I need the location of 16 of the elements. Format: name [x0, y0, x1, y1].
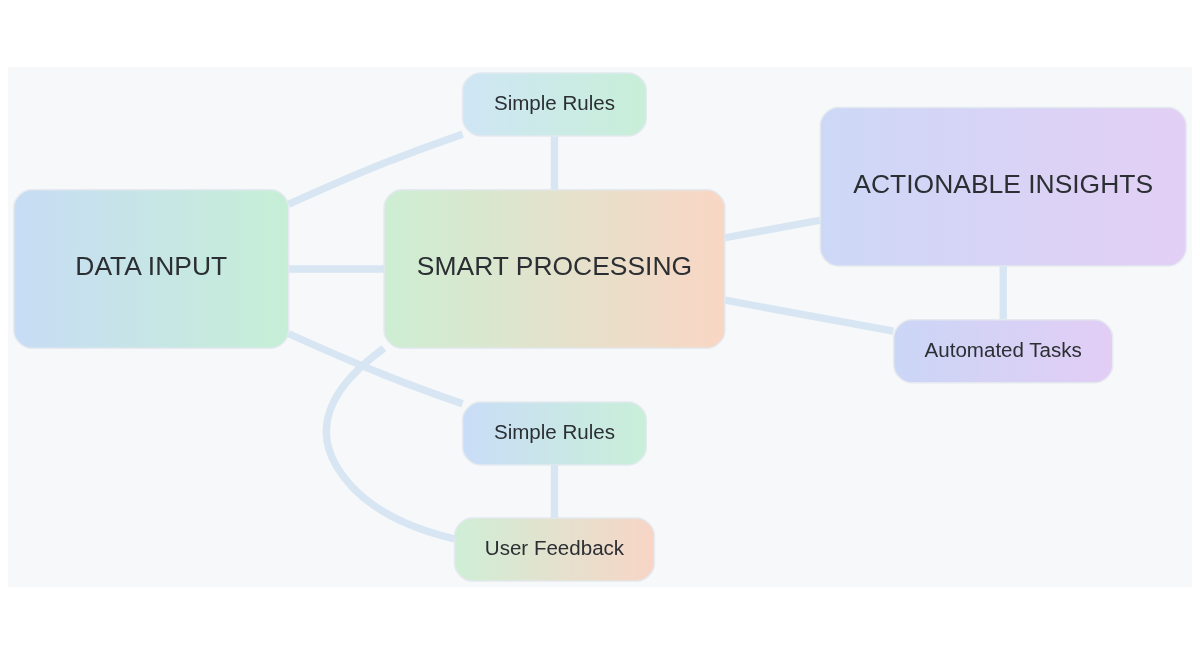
- connector: [550, 136, 559, 190]
- connector: [724, 296, 894, 335]
- connector: [322, 345, 456, 543]
- node-box: DATA INPUT: [13, 188, 290, 350]
- connector: [999, 266, 1007, 320]
- connector: [288, 265, 384, 273]
- node-box: User Feedback: [453, 517, 656, 582]
- connector: [287, 130, 464, 208]
- node-box: Automated Tasks: [893, 318, 1114, 384]
- connector: [724, 216, 821, 242]
- connector: [550, 465, 559, 518]
- node-box: SMART PROCESSING: [383, 188, 726, 350]
- node-box: Simple Rules: [461, 72, 647, 137]
- connector: [287, 330, 464, 408]
- node-box: ACTIONABLE INSIGHTS: [819, 106, 1187, 267]
- node-box: Simple Rules: [461, 401, 647, 466]
